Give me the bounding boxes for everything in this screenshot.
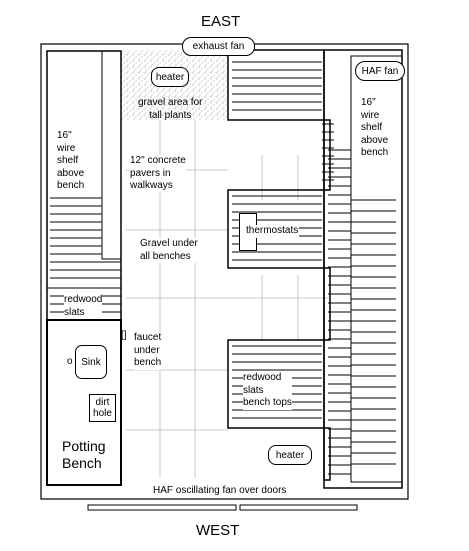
thermostats-label: thermostats <box>245 225 300 238</box>
haf-fan: HAF fan <box>355 61 405 81</box>
haf-oscillating-label: HAF oscillating fan over doors <box>153 485 287 498</box>
right-bench-slats <box>328 149 396 475</box>
sink: Sink <box>75 345 107 379</box>
potting-bench <box>46 319 122 486</box>
left-wire-shelf <box>101 50 122 260</box>
center-bench-slats <box>232 61 334 419</box>
compass-east: EAST <box>201 13 241 30</box>
right-wire-shelf <box>350 55 403 483</box>
exhaust-fan: exhaust fan <box>182 37 255 56</box>
faucet-label: faucet under bench <box>134 332 162 370</box>
redwood-slats-left-label: redwood slats <box>64 294 103 319</box>
gravel-tall-label: gravel area for tall plants <box>138 97 203 121</box>
pavers-label: 12" concrete pavers in walkways <box>130 155 186 193</box>
door-right <box>239 504 358 511</box>
compass-west: WEST <box>196 522 240 539</box>
sink-drain: o <box>67 356 73 367</box>
redwood-bench-tops-label: redwood slats bench tops <box>243 372 292 410</box>
dirt-hole: dirt hole <box>89 394 116 422</box>
potting-bench-label: Potting Bench <box>62 438 106 471</box>
sink-label: Sink <box>81 356 101 368</box>
heater-top: heater <box>151 67 189 87</box>
wire-shelf-right-label: 16" wire shelf above bench <box>361 97 389 160</box>
faucet-symbol: [] <box>121 330 127 341</box>
gravel-benches-label: Gravel under all benches <box>140 238 198 263</box>
door-left <box>87 504 237 511</box>
dirt-hole-label: dirt hole <box>93 397 112 419</box>
exhaust-fan-label: exhaust fan <box>192 41 245 52</box>
center-bench <box>227 49 331 481</box>
heater-bottom: heater <box>268 445 312 465</box>
wire-shelf-left-label: 16" wire shelf above bench <box>57 130 85 193</box>
heater-bottom-label: heater <box>275 449 305 461</box>
haf-fan-label: HAF fan <box>361 65 399 77</box>
heater-top-label: heater <box>155 71 185 83</box>
